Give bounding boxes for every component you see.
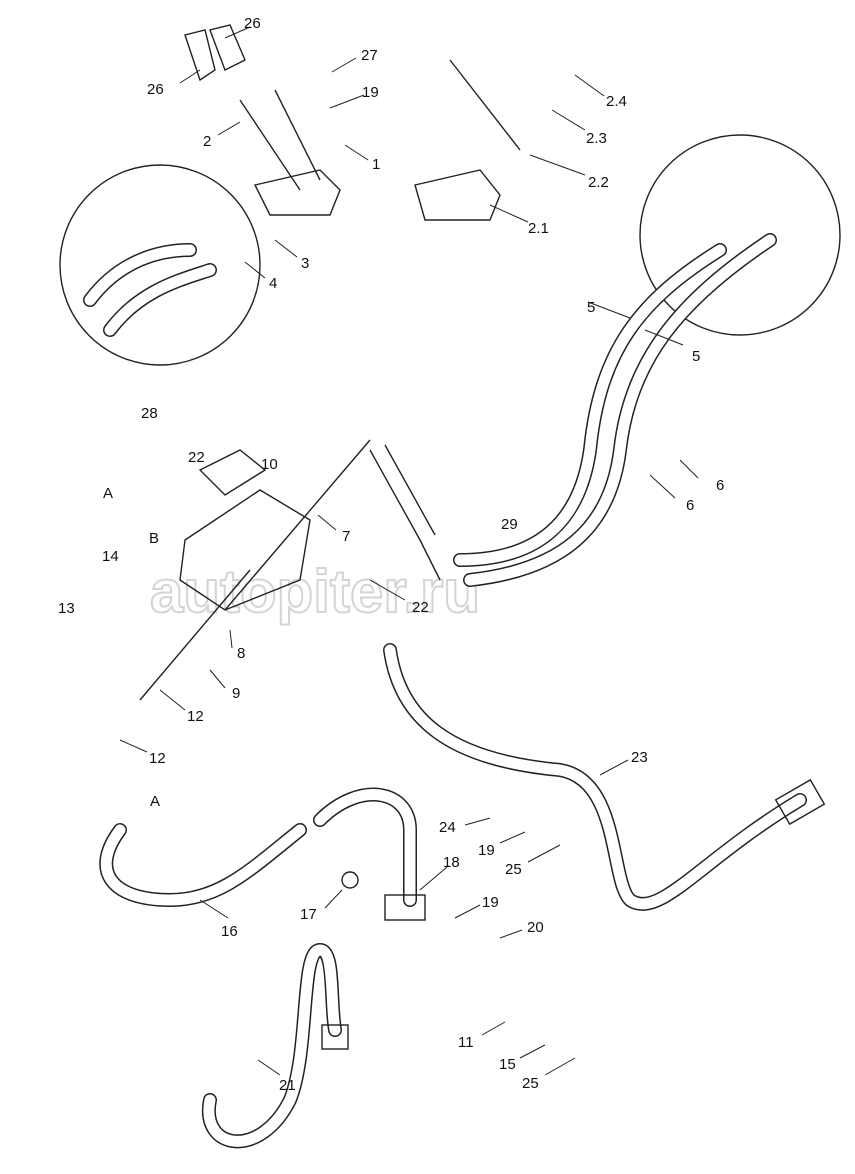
label-16: 16 <box>221 923 238 940</box>
levers <box>184 24 521 221</box>
label-11: 11 <box>458 1034 474 1051</box>
label-10: 10 <box>261 456 278 473</box>
label-2-4: 2.4 <box>606 93 627 110</box>
label-17: 17 <box>300 906 317 923</box>
label-2: 2 <box>203 133 211 150</box>
hose-23 <box>383 643 826 911</box>
callout-labels: 26 26 27 19 2 1 2.4 2.3 2.2 2.1 3 4 5 5 … <box>58 15 724 1094</box>
label-2-3: 2.3 <box>586 130 607 147</box>
label-24: 24 <box>439 819 456 836</box>
label-15: 15 <box>499 1056 516 1073</box>
label-26: 26 <box>147 81 164 98</box>
label-27: 27 <box>361 47 378 64</box>
label-2-1: 2.1 <box>528 220 549 237</box>
label-8: 8 <box>237 645 245 662</box>
label-5: 5 <box>587 299 595 316</box>
label-29: 29 <box>501 516 518 533</box>
label-9: 9 <box>232 685 240 702</box>
label-6: 6 <box>686 497 694 514</box>
label-6: 6 <box>716 477 724 494</box>
hose-21 <box>201 942 349 1149</box>
label-5: 5 <box>692 348 700 365</box>
label-22: 22 <box>188 449 205 466</box>
label-A: A <box>103 485 113 502</box>
label-4: 4 <box>269 275 277 292</box>
detail-circle-right <box>639 134 841 336</box>
label-25: 25 <box>505 861 522 878</box>
label-B: B <box>149 530 159 547</box>
label-1: 1 <box>372 156 380 173</box>
label-26: 26 <box>244 15 261 32</box>
leader-lines <box>119 26 699 1076</box>
hose-16 <box>99 787 426 921</box>
label-19: 19 <box>478 842 495 859</box>
label-18: 18 <box>443 854 460 871</box>
label-19: 19 <box>482 894 499 911</box>
control-cables <box>83 233 777 587</box>
label-13: 13 <box>58 600 75 617</box>
label-23: 23 <box>631 749 648 766</box>
detail-circle-left <box>59 164 261 366</box>
label-A: A <box>150 793 160 810</box>
control-valve <box>139 439 371 701</box>
label-12: 12 <box>149 750 166 767</box>
label-28: 28 <box>141 405 158 422</box>
label-3: 3 <box>301 255 309 272</box>
label-20: 20 <box>527 919 544 936</box>
label-19: 19 <box>362 84 379 101</box>
label-14: 14 <box>102 548 119 565</box>
label-2-2: 2.2 <box>588 174 609 191</box>
label-21: 21 <box>279 1077 296 1094</box>
watermark: autopiter.ru <box>150 558 480 625</box>
label-25: 25 <box>522 1075 539 1092</box>
label-22: 22 <box>412 599 429 616</box>
label-7: 7 <box>342 528 350 545</box>
label-12: 12 <box>187 708 204 725</box>
